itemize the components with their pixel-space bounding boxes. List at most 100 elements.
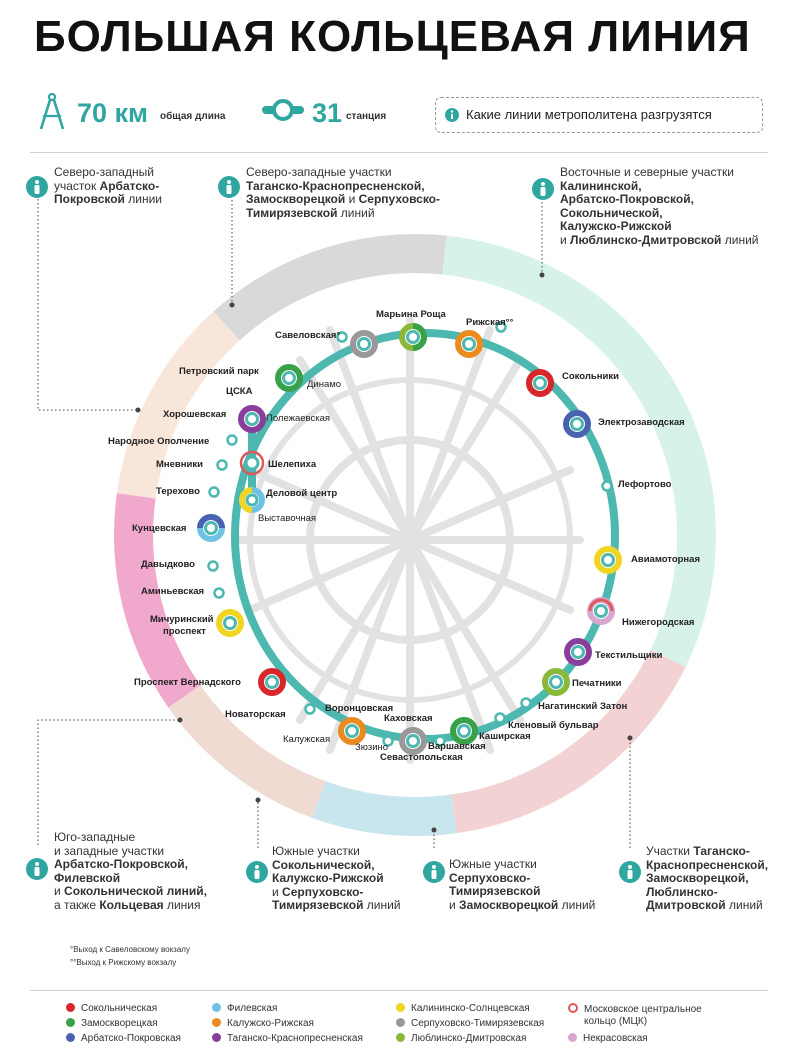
legend-swatch [66,1018,75,1027]
station-mck-ring [239,450,265,476]
station-center [357,337,371,351]
station-dot [495,321,507,333]
station-label-sevastopolskaya: Севастопольская [380,752,463,763]
legend-swatch [66,1003,75,1012]
station-center [406,734,420,748]
station-transfer-half [239,487,253,513]
station-label-kaluzhskaya: Калужская [283,734,331,745]
station-label-kashirskaya: Каширская [479,731,531,742]
station-label-pechatniki: Печатники [572,678,622,689]
station-center [457,724,471,738]
info-icon [445,108,459,122]
divider-top [30,152,768,153]
station-dot [520,697,532,709]
station-label-narodnoe-opolchenie: Народное Ополчение [108,436,210,447]
legend-item: Арбатско-Покровская [66,1033,181,1044]
station-dot [304,703,316,715]
footnote-savelovsky: °Выход к Савеловскому вокзалу [70,945,190,954]
station-label-zyuzino: Зюзино [355,742,389,753]
station-label-aviamotornaya: Авиамоторная [631,554,700,565]
legend-item: Замоскворецкая [66,1018,158,1029]
station-center [462,337,476,351]
station-dot [213,587,225,599]
legend-swatch [212,1003,221,1012]
station-center [223,616,237,630]
leader-dots [135,272,633,833]
station-center [549,675,563,689]
station-markers [197,321,622,755]
compass-icon [39,92,65,130]
station-transfer-half [197,514,225,529]
station-label-michurinsky-2: проспект [163,626,206,637]
station-dot [336,331,348,343]
info-link-text[interactable]: Какие линии метрополитена разгрузятся [466,107,712,122]
station-center [204,521,218,535]
station-label-kuntsevskaya: Кунцевская [132,523,187,534]
station-label-sokolniki: Сокольники [562,371,619,382]
station-center [570,417,584,431]
station-label-vystavochnaya: Выставочная [258,513,317,524]
station-label-vorontsovskaya: Воронцовская [325,703,394,714]
info-link-box[interactable] [435,97,763,133]
legend-swatch [212,1018,221,1027]
person-icon [246,861,268,883]
legend-item: Некрасовская [568,1033,648,1044]
station-center [245,412,259,426]
station-center [244,455,260,471]
station-center [282,371,296,385]
person-icon [26,176,48,198]
station-transfer-half [412,323,427,351]
divider-bottom [30,990,768,991]
station-label-delovoy-tsentr: Деловой центр [266,488,338,499]
legend-item: Калининско-Солнцевская [396,1003,530,1014]
station-label-polezhaevskaya: Полежаевская [266,413,331,424]
person-icon [619,861,641,883]
legend-item: Московское центральное [568,1003,702,1015]
station-label-davydkovo: Давыдково [141,559,195,570]
station-label-khoroshevskaya: Хорошевская [163,409,227,420]
station-dot [208,486,220,498]
legend-swatch [568,1033,577,1042]
station-center [245,493,259,507]
station-dot [434,735,446,747]
ring-diagram [37,195,716,850]
station-label-nizhegorodskaya: Нижегородская [622,617,695,628]
legend-item: Люблинско-Дмитровская [396,1033,526,1044]
station-label-savelovskaya: Савеловская° [275,330,341,341]
person-icon [532,178,554,200]
legend-item: Филевская [212,1003,277,1014]
station-mck-ring [588,598,614,612]
person-icon [218,176,240,198]
station-dot [216,459,228,471]
station-label-elektrozavodskaya: Электрозаводская [598,417,685,428]
legend-item: кольцо (МЦК) [584,1016,648,1027]
station-center [601,553,615,567]
station-center [345,724,359,738]
person-icon [423,861,445,883]
station-label-varshavskaya: Варшавская [428,741,486,752]
legend-swatch [212,1033,221,1042]
station-label-prospekt-vernadskogo: Проспект Вернадского [134,677,241,688]
station-center [571,645,585,659]
station-center [594,604,608,618]
station-label-michurinsky-1: Мичуринский [150,614,214,625]
legend-swatch [396,1033,405,1042]
page-title: БОЛЬШАЯ КОЛЬЦЕВАЯ ЛИНИЯ [34,12,751,61]
legend-swatch [396,1018,405,1027]
legend-item: Сокольническая [66,1003,157,1014]
station-label-shelepikha: Шелепиха [268,459,317,470]
legend-swatch [396,1003,405,1012]
station-label-tekstilshchiki: Текстильщики [595,650,663,661]
station-label-lefortovo: Лефортово [618,479,672,490]
station-label-mnevniki: Мневники [156,459,203,470]
legend-item: Серпуховско-Тимирязевская [396,1018,544,1029]
station-dot [601,480,613,492]
footnote-rizhsky: °°Выход к Рижскому вокзалу [70,958,177,967]
station-dot [207,560,219,572]
station-label-terekhovo: Терехово [156,486,200,497]
station-label-nagatinsky-zaton: Нагатинский Затон [538,701,628,712]
stations-label: станция [346,111,387,122]
